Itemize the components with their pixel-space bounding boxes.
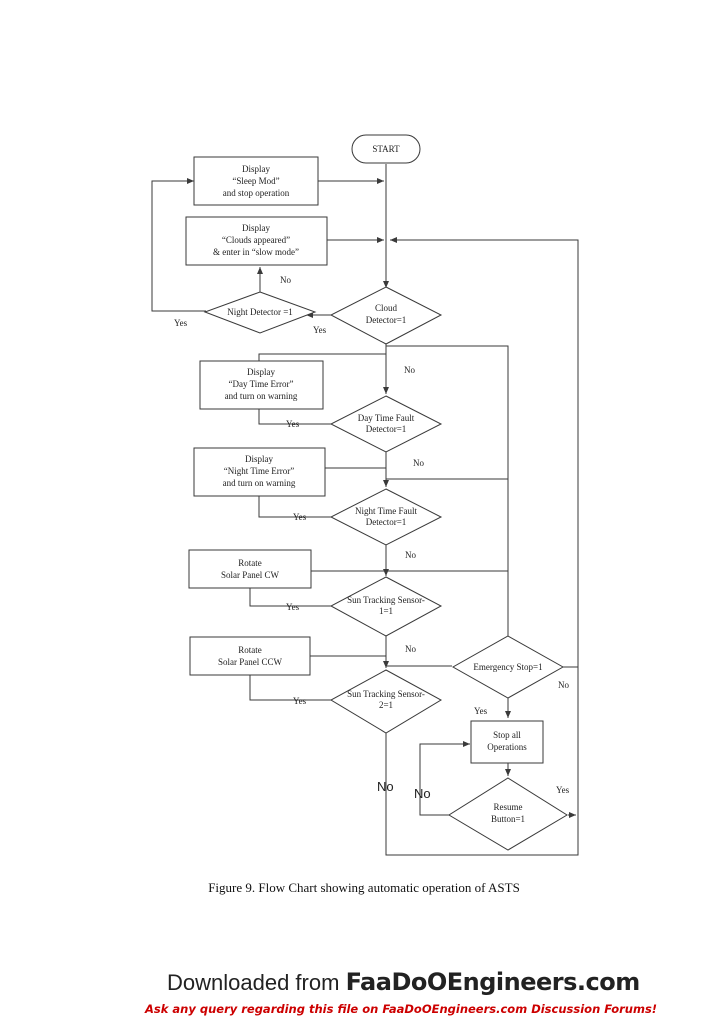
resume-line-2: Button=1 (491, 814, 525, 824)
node-sensor-2: Sun Tracking Sensor- 2=1 (329, 669, 443, 734)
label-night-fault-yes: Yes (293, 512, 307, 522)
edge-day-yes (258, 408, 332, 425)
label-cloud-yes: Yes (313, 325, 327, 335)
banner-query-link[interactable]: Ask any query regarding this file on Faa… (145, 1002, 658, 1016)
label-sensor2-no: No (377, 779, 394, 794)
node-clouds-display: Display “Clouds appeared” & enter in “sl… (185, 216, 328, 266)
cloud-line-2: Detector=1 (366, 315, 407, 325)
node-daytime-fault: Day Time Fault Detector=1 (329, 395, 443, 453)
nightfault-line-1: Night Time Fault (355, 506, 418, 516)
label-resume-no: No (414, 786, 431, 801)
label-sensor1-no: No (405, 644, 416, 654)
sensor2-line-2: 2=1 (379, 700, 393, 710)
stopall-line-1: Stop all (493, 730, 521, 740)
node-emergency-stop: Emergency Stop=1 (451, 635, 565, 699)
dayfault-line-1: Day Time Fault (358, 413, 415, 423)
resume-line-1: Resume (494, 802, 523, 812)
daytime-line-1: Display (247, 367, 275, 377)
figure-caption: Figure 9. Flow Chart showing automatic o… (208, 880, 520, 895)
emergency-text: Emergency Stop=1 (473, 662, 542, 672)
edge-labels: No Yes Yes No Yes No Yes No Yes No Yes N… (174, 275, 570, 801)
ccw-line-1: Rotate (238, 645, 262, 655)
nighttime-line-1: Display (245, 454, 273, 464)
node-start: START (351, 134, 421, 164)
banner-site-name[interactable]: FaaDoOEngineers.com (345, 968, 641, 996)
edge-night-fault-yes (258, 496, 332, 518)
label-night-no: No (280, 275, 291, 285)
label-sensor1-yes: Yes (286, 602, 300, 612)
dayfault-line-2: Detector=1 (366, 424, 407, 434)
ccw-line-2: Solar Panel CCW (218, 657, 282, 667)
cloud-line-1: Cloud (375, 303, 398, 313)
node-night-detector: Night Detector =1 (203, 291, 317, 334)
edge-resume-no (419, 741, 470, 816)
banner-downloaded-text: Downloaded from (167, 970, 340, 995)
node-nighttime-display: Display “Night Time Error” and turn on w… (193, 447, 326, 497)
edge-night-yes (151, 178, 206, 312)
label-day-yes: Yes (286, 419, 300, 429)
node-resume-button: Resume Button=1 (448, 777, 568, 851)
label-emergency-yes: Yes (474, 706, 488, 716)
daytime-line-2: “Day Time Error” (229, 379, 294, 389)
edge-day-no (386, 345, 509, 636)
edges (151, 164, 579, 856)
nighttime-line-3: and turn on warning (223, 478, 296, 488)
edge-right-return (390, 237, 579, 815)
node-sensor-1: Sun Tracking Sensor- 1=1 (329, 576, 443, 637)
edge-sensor1-yes (249, 588, 333, 607)
label-cloud-no: No (404, 365, 415, 375)
night-detector-text: Night Detector =1 (227, 307, 293, 317)
edge-sensor2-no (385, 733, 579, 856)
cw-line-1: Rotate (238, 558, 262, 568)
node-rotate-cw: Rotate Solar Panel CW (188, 549, 312, 589)
sleep-line-1: Display (242, 164, 270, 174)
label-night-yes: Yes (174, 318, 188, 328)
edge-sensor2-yes (249, 675, 333, 701)
label-resume-yes: Yes (556, 785, 570, 795)
node-daytime-display: Display “Day Time Error” and turn on war… (199, 360, 324, 410)
label-sensor2-yes: Yes (293, 696, 307, 706)
clouds-line-3: & enter in “slow mode” (213, 247, 299, 257)
clouds-line-2: “Clouds appeared” (222, 235, 290, 245)
node-nighttime-fault: Night Time Fault Detector=1 (329, 488, 443, 546)
node-cloud-detector: Cloud Detector=1 (329, 286, 443, 345)
sleep-line-3: and stop operation (223, 188, 290, 198)
label-night-fault-no: No (405, 550, 416, 560)
clouds-line-1: Display (242, 223, 270, 233)
flowchart: START Display “Sleep Mod” and stop opera… (151, 134, 579, 856)
label-day-no: No (413, 458, 424, 468)
stopall-line-2: Operations (487, 742, 527, 752)
sensor1-line-1: Sun Tracking Sensor- (347, 595, 425, 605)
cw-line-2: Solar Panel CW (221, 570, 279, 580)
start-text: START (372, 144, 400, 154)
label-emergency-no: No (558, 680, 569, 690)
sensor2-line-1: Sun Tracking Sensor- (347, 689, 425, 699)
edge-branch-day (258, 353, 386, 363)
banner-headline: Downloaded from FaaDoOEngineers.com (167, 968, 640, 996)
nightfault-line-2: Detector=1 (366, 517, 407, 527)
sensor1-line-2: 1=1 (379, 606, 393, 616)
node-stop-all: Stop all Operations (470, 720, 544, 764)
node-rotate-ccw: Rotate Solar Panel CCW (189, 636, 311, 676)
daytime-line-3: and turn on warning (225, 391, 298, 401)
download-banner: Downloaded from FaaDoOEngineers.com Ask … (145, 968, 657, 1023)
sleep-line-2: “Sleep Mod” (232, 176, 279, 186)
node-sleep-display: Display “Sleep Mod” and stop operation (193, 156, 319, 206)
nighttime-line-2: “Night Time Error” (224, 466, 295, 476)
